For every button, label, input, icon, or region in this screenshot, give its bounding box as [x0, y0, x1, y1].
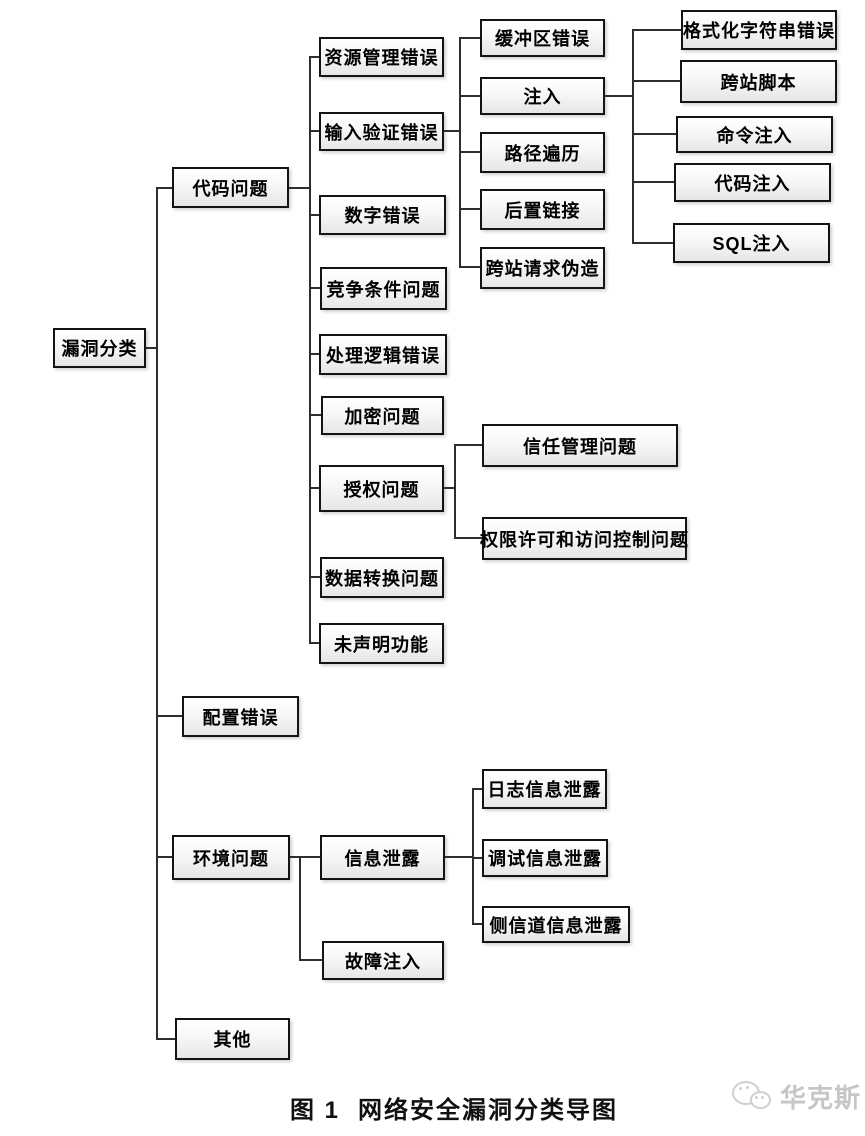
connector [472, 788, 474, 925]
node-injection: 注入 [480, 77, 605, 115]
connector [156, 856, 172, 858]
connector [309, 56, 319, 58]
connector [632, 29, 634, 244]
figure-caption: 图 1 网络安全漏洞分类导图 [290, 1090, 630, 1125]
node-command-injection: 命令注入 [676, 116, 833, 153]
node-configuration-error: 配置错误 [182, 696, 299, 737]
connector [299, 959, 322, 961]
watermark: 华克斯 [732, 1078, 861, 1114]
node-path-traversal: 路径遍历 [480, 132, 605, 173]
node-race-condition-issues: 竞争条件问题 [320, 267, 447, 310]
node-log-info-disclosure: 日志信息泄露 [482, 769, 607, 809]
node-format-string-error: 格式化字符串错误 [681, 10, 837, 50]
connector [444, 487, 455, 489]
connector [156, 1038, 175, 1040]
connector [459, 37, 480, 39]
node-buffer-error: 缓冲区错误 [480, 19, 605, 57]
node-code-issues: 代码问题 [172, 167, 289, 208]
connector [454, 444, 456, 539]
connector [309, 214, 319, 216]
connector [309, 576, 320, 578]
connector [309, 487, 319, 489]
connector [289, 187, 310, 189]
node-fault-injection: 故障注入 [322, 941, 444, 980]
connector [632, 242, 673, 244]
node-other: 其他 [175, 1018, 290, 1060]
connector [454, 537, 482, 539]
connector [472, 923, 482, 925]
connector [459, 208, 480, 210]
connector [632, 181, 674, 183]
node-cross-site-script: 跨站脚本 [680, 60, 837, 103]
connector [309, 130, 319, 132]
watermark-text: 华克斯 [780, 1082, 862, 1113]
connector [472, 788, 482, 790]
node-csrf: 跨站请求伪造 [480, 247, 605, 289]
node-undeclared-function: 未声明功能 [319, 623, 444, 664]
connector [459, 95, 480, 97]
connector [156, 715, 182, 717]
connector [632, 80, 680, 82]
node-input-validation-error: 输入验证错误 [319, 112, 444, 151]
node-data-conversion-issues: 数据转换问题 [320, 557, 444, 598]
node-numeric-error: 数字错误 [319, 195, 446, 235]
node-trust-management-issues: 信任管理问题 [482, 424, 678, 467]
node-authorization-issues: 授权问题 [319, 465, 444, 512]
connector [444, 130, 460, 132]
connector [605, 95, 633, 97]
node-vulnerability-classification: 漏洞分类 [53, 328, 146, 368]
connector [146, 347, 157, 349]
node-permission-access-control-issues: 权限许可和访问控制问题 [480, 517, 688, 560]
connector [309, 56, 311, 644]
connector [156, 187, 172, 189]
connector [459, 266, 480, 268]
node-encryption-issues: 加密问题 [321, 396, 444, 435]
connector [632, 133, 676, 135]
node-information-disclosure: 信息泄露 [320, 835, 445, 880]
connector [309, 642, 319, 644]
node-resource-management-error: 资源管理错误 [319, 37, 444, 77]
node-environment-issues: 环境问题 [172, 835, 290, 880]
node-side-channel-info-disclosure: 侧信道信息泄露 [482, 906, 630, 943]
figure-title: 网络安全漏洞分类导图 [358, 1097, 619, 1124]
connector [454, 444, 482, 446]
connector [445, 856, 473, 858]
node-code-injection: 代码注入 [674, 163, 831, 202]
connector [290, 856, 320, 858]
node-processing-logic-error: 处理逻辑错误 [319, 334, 447, 375]
connector [632, 29, 681, 31]
connector [156, 187, 158, 1040]
node-link-following: 后置链接 [480, 189, 605, 230]
node-debug-info-disclosure: 调试信息泄露 [482, 839, 608, 877]
connector [299, 856, 301, 961]
chat-bubbles-icon [732, 1079, 774, 1113]
connector [309, 353, 319, 355]
connector [309, 414, 321, 416]
figure-number: 图 1 [290, 1097, 341, 1124]
connector [309, 287, 320, 289]
connector [472, 857, 482, 859]
connector [459, 151, 480, 153]
node-sql-injection: SQL注入 [673, 223, 830, 263]
